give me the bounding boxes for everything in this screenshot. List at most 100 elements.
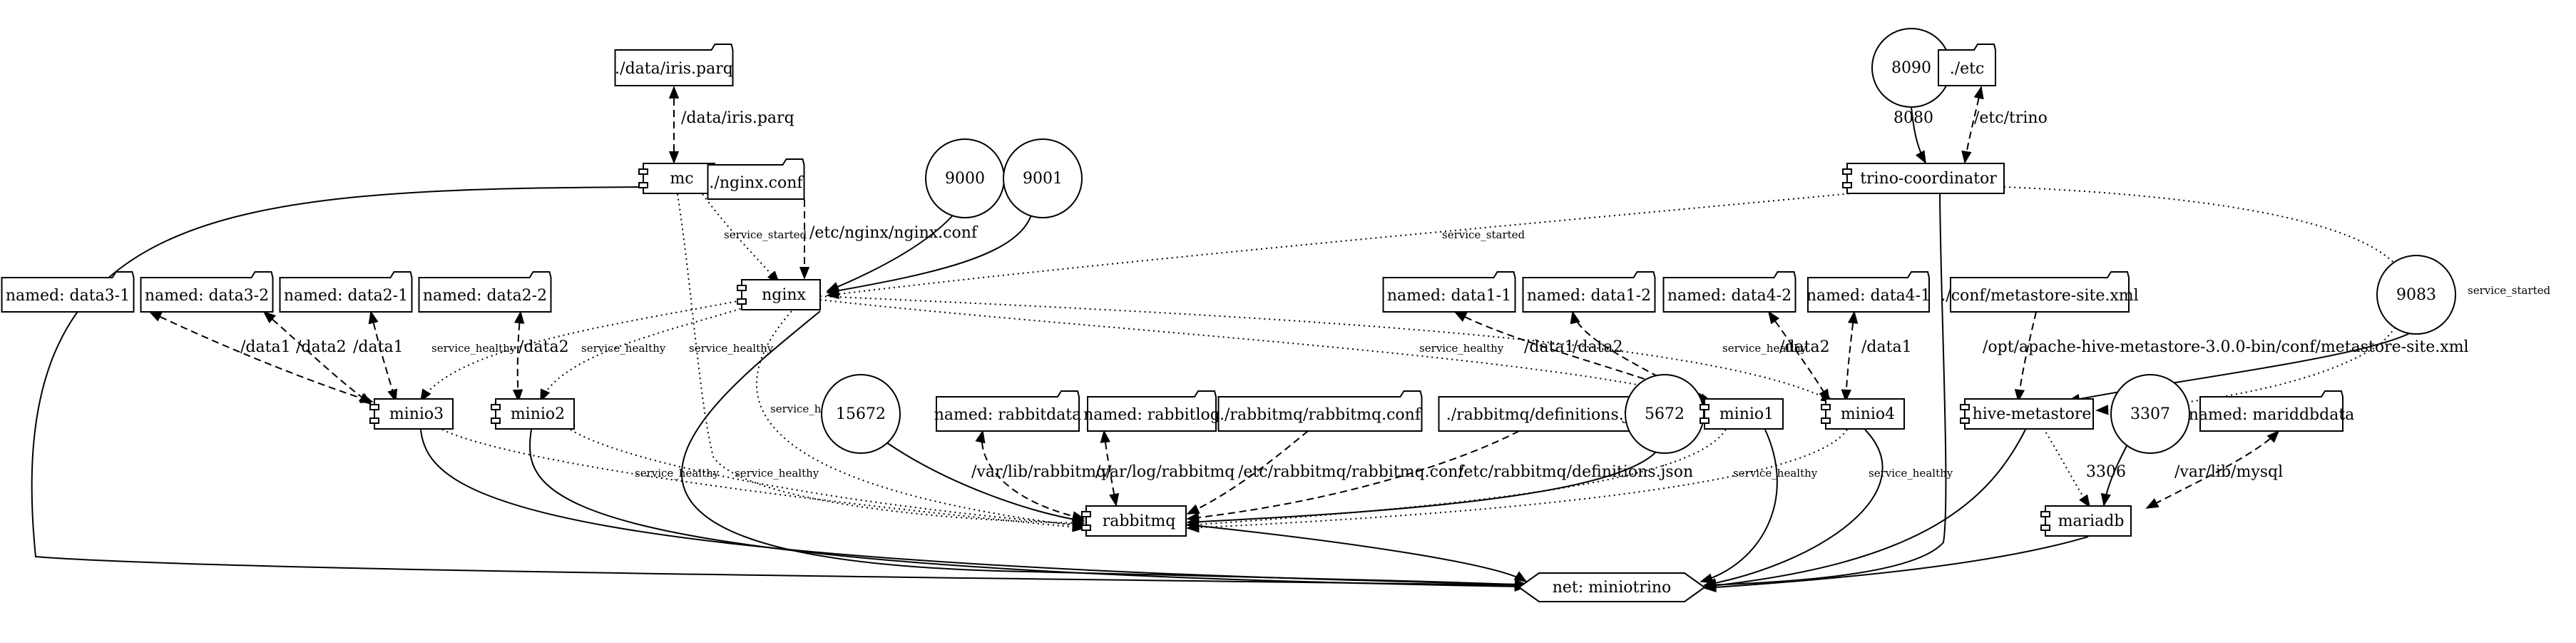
edge-line	[31, 186, 1528, 590]
edge-label: /data2	[296, 338, 347, 356]
node-label: named: data4-1	[1806, 287, 1931, 305]
folder-shape	[1087, 390, 1217, 432]
edge-label: 3306	[2086, 463, 2126, 481]
node-label: named: mariddbdata	[2189, 406, 2355, 424]
node-conf-metastore-site-xml: ./conf/metastore-site.xml	[1941, 271, 2139, 313]
edge-label: service_started	[1442, 228, 1525, 241]
edge-line	[681, 310, 1528, 590]
folder-shape	[1382, 271, 1516, 313]
node-nginx: nginx	[737, 279, 821, 310]
edge-line	[1100, 430, 1120, 507]
edge-line	[1961, 86, 1984, 164]
node-label: rabbitmq	[1103, 512, 1176, 530]
edge-nginx-to-minio3: service_healthy	[420, 294, 771, 402]
node-named-data1-2: named: data1-2	[1522, 271, 1656, 313]
node-named-rabbitlog: named: rabbitlog	[1083, 390, 1220, 432]
folder-shape	[936, 390, 1080, 432]
node-minio2: minio2	[491, 398, 575, 430]
node-rabbitmq: rabbitmq	[1081, 505, 1187, 537]
edge-p9001-to-nginx	[826, 212, 1033, 296]
node-label: 15672	[836, 405, 886, 423]
edge-minio3-to-rabbitmq: service_healthy	[441, 429, 1085, 532]
edge-label: service_healthy	[635, 467, 720, 480]
edge-line	[2014, 311, 2037, 402]
edge-label: /opt/apache-hive-metastore-3.0.0-bin/con…	[1983, 338, 2469, 356]
component-tab-bottom	[2040, 525, 2050, 531]
edge-line	[755, 310, 1085, 531]
edge-data4-1-to-minio4: /data1	[1841, 310, 1912, 402]
edge-nginx-to-minio1: service_healthy	[819, 299, 1713, 404]
edge-rabbitlog-to-rabbitmq: /var/log/rabbitmq	[1095, 430, 1235, 507]
node-label: nginx	[762, 286, 806, 304]
edge-line	[1185, 524, 1528, 582]
edge-data2-1-to-minio2: /data1	[353, 310, 404, 402]
edge-hive-to-mariadb	[2043, 427, 2090, 508]
component-box	[374, 398, 454, 430]
folder-shape	[2199, 390, 2344, 432]
component-tab-top	[1842, 168, 1852, 175]
component-tab-bottom	[1842, 182, 1852, 188]
folder-shape	[707, 158, 805, 200]
edge-label: service_started	[2468, 284, 2551, 297]
edge-label: service_healthy	[581, 342, 666, 355]
node-label: named: data2-2	[423, 287, 547, 305]
edge-mc-to-nginx: service_started	[702, 193, 807, 284]
node-label: minio1	[1719, 405, 1774, 423]
node-label: 9083	[2396, 286, 2436, 304]
node-named-data3-1: named: data3-1	[1, 271, 135, 313]
edge-line	[1703, 536, 2089, 593]
edge-p5672-to-rabbitmq	[1186, 433, 1665, 527]
node-9083: 9083	[2376, 255, 2456, 335]
node-minio3: minio3	[369, 398, 454, 430]
edge-mariddbdata-to-mariadb: /var/lib/mysql	[2145, 430, 2283, 509]
folder-shape	[279, 271, 413, 313]
component-box	[495, 398, 575, 430]
edge-label: /var/lib/mysql	[2174, 463, 2283, 481]
edge-minio1-to-net	[1700, 429, 1778, 584]
edge-label: /etc/rabbitmq/rabbitmq.conf	[1238, 463, 1465, 481]
component-tab-bottom	[1700, 417, 1709, 424]
edge-line	[819, 295, 1834, 402]
edge-label: service_started	[724, 228, 807, 241]
node-label: mc	[670, 170, 693, 188]
edge-label: /var/log/rabbitmq	[1095, 463, 1235, 481]
component-tab-bottom	[1821, 417, 1831, 424]
folder-shape	[1807, 271, 1930, 313]
edges-layer: /data/iris.parq/etc/nginx/nginx.confserv…	[31, 86, 2551, 593]
edge-trino-to-nginx: service_started	[826, 186, 1919, 300]
edge-minio2-to-rabbitmq: service_healthy	[570, 429, 1085, 530]
edge-label: service_healthy	[689, 342, 774, 355]
edge-label: /etc/rabbitmq/definitions.json	[1458, 463, 1693, 481]
edge-label: /data2	[1779, 338, 1830, 356]
node-net-miniotrino: net: miniotrino	[1518, 572, 1706, 602]
folder-shape	[614, 44, 734, 86]
edge-data2-2-to-minio2: /data2	[512, 310, 569, 402]
edge-nginx-conf-to-nginx: /etc/nginx/nginx.conf	[799, 199, 978, 280]
component-tab-bottom	[638, 182, 648, 188]
edge-line	[1186, 429, 1727, 530]
edge-data4-2-to-minio4: /data2	[1767, 310, 1830, 402]
edge-label: /etc/nginx/nginx.conf	[809, 224, 978, 242]
node-label: 9000	[945, 170, 985, 188]
node-label: 8090	[1891, 59, 1931, 77]
edge-label: service_healthy	[1733, 467, 1818, 480]
component-tab-top	[491, 404, 501, 410]
edge-definitions-to-rabbitmq: /etc/rabbitmq/definitions.json	[1186, 430, 1693, 523]
node-label: named: data1-1	[1387, 287, 1511, 305]
node-label: ./rabbitmq/definitions.json	[1446, 406, 1657, 424]
node-named-data2-2: named: data2-2	[418, 271, 552, 313]
edge-line	[2145, 430, 2280, 509]
node-etc: ./etc	[1938, 44, 1996, 86]
component-box	[1964, 398, 2094, 430]
edge-line	[1186, 433, 1665, 527]
node-label: named: data2-1	[284, 287, 408, 305]
folder-shape	[1938, 44, 1996, 86]
component-box	[741, 279, 821, 310]
edge-line	[540, 298, 775, 402]
node-named-data4-1: named: data4-1	[1806, 271, 1931, 313]
node-9001: 9001	[1003, 138, 1083, 218]
edge-label: /etc/trino	[1974, 109, 2048, 127]
node-label: 5672	[1645, 405, 1685, 423]
node-minio1: minio1	[1700, 398, 1784, 430]
edge-rabbitmq-conf-to-rabbitmq: /etc/rabbitmq/rabbitmq.conf	[1186, 430, 1465, 515]
